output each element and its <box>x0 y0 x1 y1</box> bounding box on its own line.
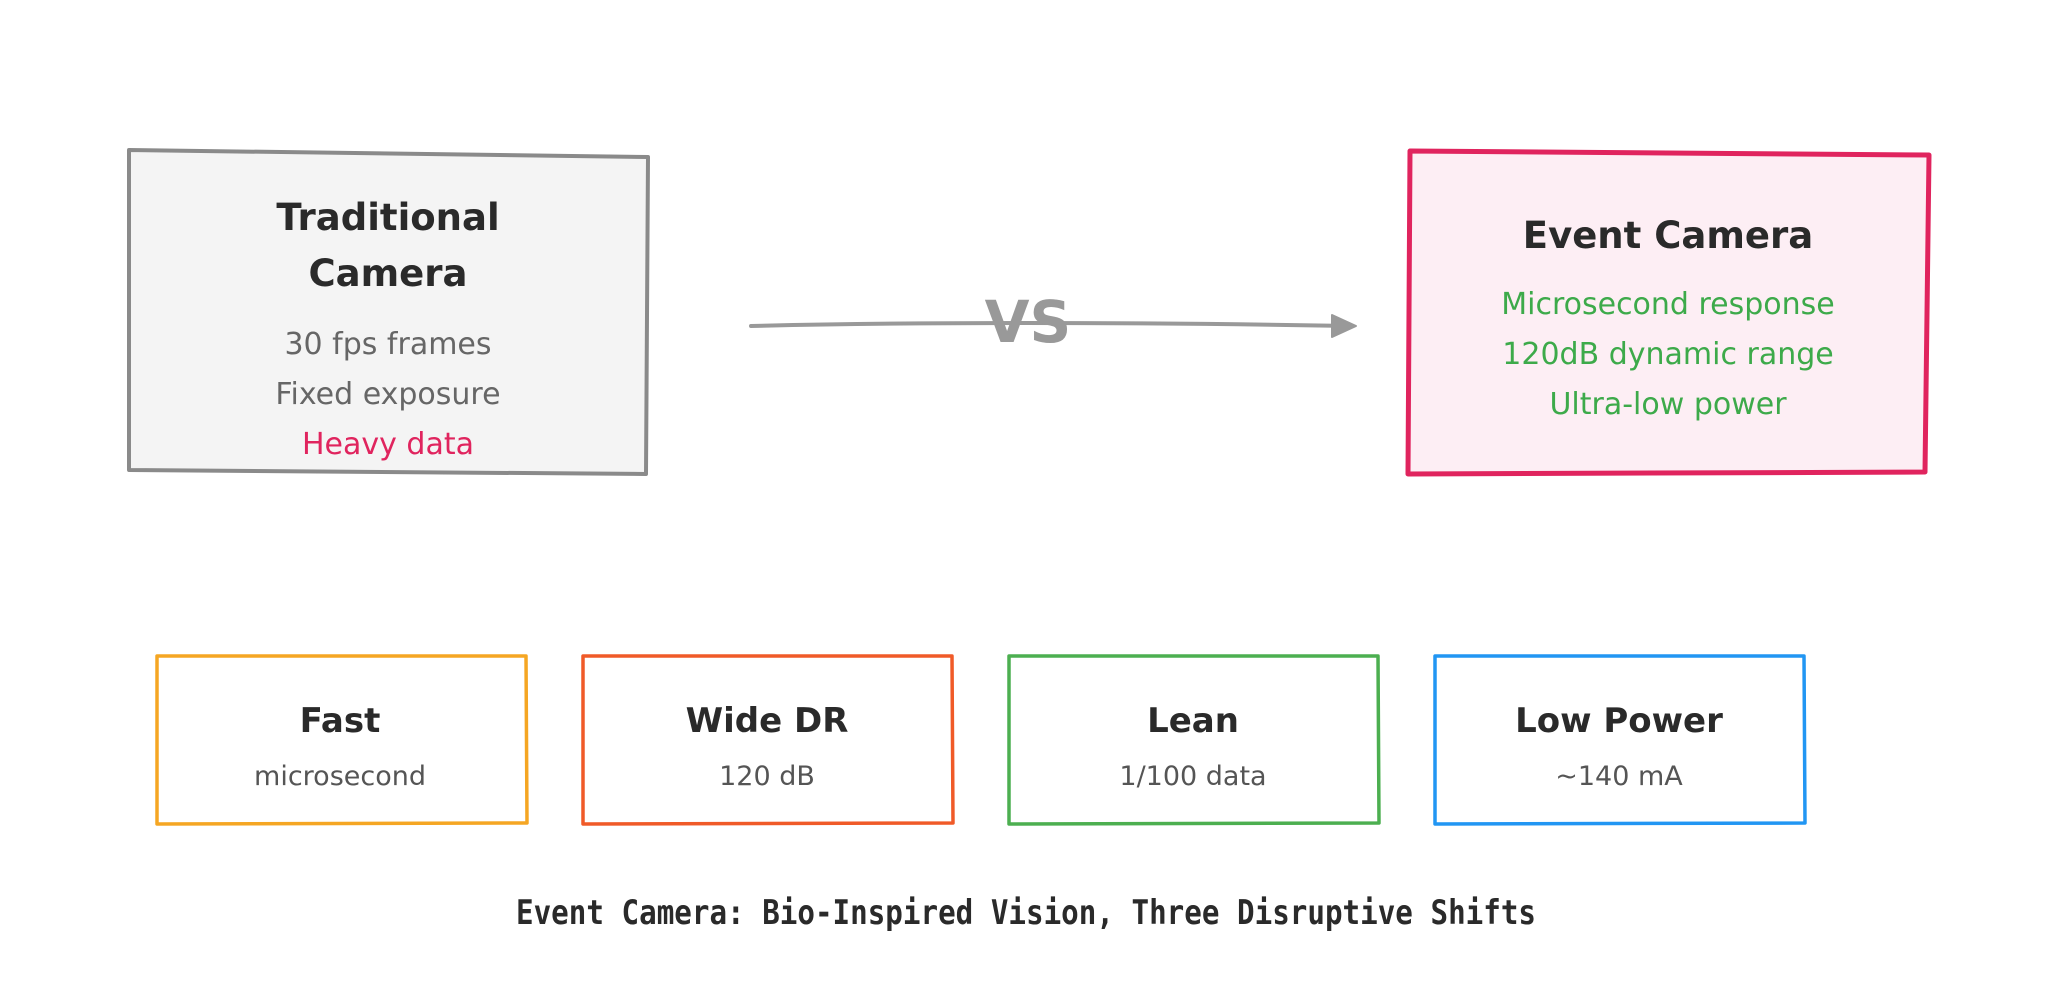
vs-arrow-line <box>749 321 1354 328</box>
feature-card-wide-dr-subtitle: 120 dB <box>719 761 815 792</box>
feature-card-fast: Fast microsecond <box>155 654 529 826</box>
event-camera-dynamic-range: 120dB dynamic range <box>1502 337 1833 372</box>
feature-card-fast-outline <box>155 654 529 826</box>
traditional-camera-exposure: Fixed exposure <box>275 377 500 412</box>
event-camera-response: Microsecond response <box>1501 287 1835 322</box>
vs-arrow-head-icon <box>1331 314 1357 338</box>
vs-connector: VS <box>749 288 1357 356</box>
event-camera-title: Event Camera <box>1523 214 1813 257</box>
event-camera-box-outline <box>1405 148 1932 477</box>
feature-card-lean-subtitle: 1/100 data <box>1119 761 1266 792</box>
traditional-camera-title-line-2: Camera <box>309 252 468 295</box>
feature-card-fast-title: Fast <box>300 701 381 741</box>
feature-card-wide-dr-outline <box>581 654 955 826</box>
vs-label: VS <box>985 288 1072 356</box>
feature-card-low-power-outline <box>1433 654 1807 826</box>
feature-card-lean-outline <box>1007 654 1381 826</box>
traditional-camera-box: Traditional Camera 30 fps frames Fixed e… <box>127 148 650 476</box>
event-camera-power: Ultra-low power <box>1549 387 1787 422</box>
feature-card-lean: Lean 1/100 data <box>1007 654 1381 826</box>
feature-card-low-power: Low Power ~140 mA <box>1433 654 1807 826</box>
feature-card-low-power-subtitle: ~140 mA <box>1555 761 1683 792</box>
diagram-caption: Event Camera: Bio-Inspired Vision, Three… <box>516 893 1536 933</box>
feature-card-wide-dr-title: Wide DR <box>686 701 849 741</box>
feature-card-low-power-title: Low Power <box>1515 701 1723 741</box>
feature-card-fast-subtitle: microsecond <box>254 761 426 792</box>
feature-card-lean-title: Lean <box>1147 701 1239 741</box>
traditional-camera-heavy-data: Heavy data <box>302 427 474 462</box>
traditional-camera-fps: 30 fps frames <box>284 327 491 362</box>
traditional-camera-box-outline <box>127 148 650 476</box>
feature-card-wide-dr: Wide DR 120 dB <box>581 654 955 826</box>
event-camera-box: Event Camera Microsecond response 120dB … <box>1405 148 1932 477</box>
traditional-camera-title-line-1: Traditional <box>276 196 499 239</box>
